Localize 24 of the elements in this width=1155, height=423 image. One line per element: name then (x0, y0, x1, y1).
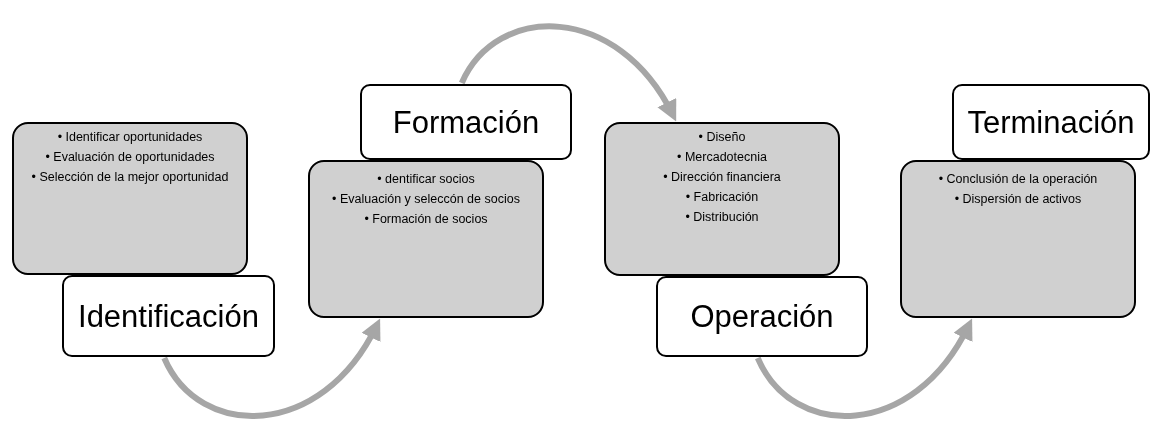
bullet-item: • Evaluación de oportunidades (44, 150, 216, 165)
bullet-item: • Evaluación y seleccón de socios (331, 192, 521, 207)
stage-title-box: Operación (656, 276, 868, 357)
curved-arrow (459, 23, 677, 122)
curved-arrow (755, 318, 973, 419)
bullet-item: • Dirección financiera (662, 170, 782, 185)
bullet-item: • Fabricación (684, 190, 760, 205)
bullet-item: • Formación de socios (363, 212, 489, 227)
stage-box (604, 122, 840, 276)
bullet-item: • Mercadotecnia (676, 150, 768, 165)
curved-arrow (161, 318, 381, 419)
stage-title-box: Terminación (952, 84, 1150, 160)
stage-box (308, 160, 544, 318)
bullet-item: • Dispersión de activos (953, 192, 1083, 207)
bullet-item: • Diseño (697, 130, 747, 145)
bullet-item: • dentificar socios (376, 172, 476, 187)
stage-title-box: Identificación (62, 275, 275, 357)
bullet-item: • Distribución (684, 210, 760, 225)
stage-title-box: Formación (360, 84, 572, 160)
bullet-item: • Identificar oportunidades (56, 130, 204, 145)
stage-box (12, 122, 248, 275)
bullet-item: • Selección de la mejor oportunidad (30, 170, 230, 185)
stage-box (900, 160, 1136, 318)
bullet-item: • Conclusión de la operación (937, 172, 1099, 187)
